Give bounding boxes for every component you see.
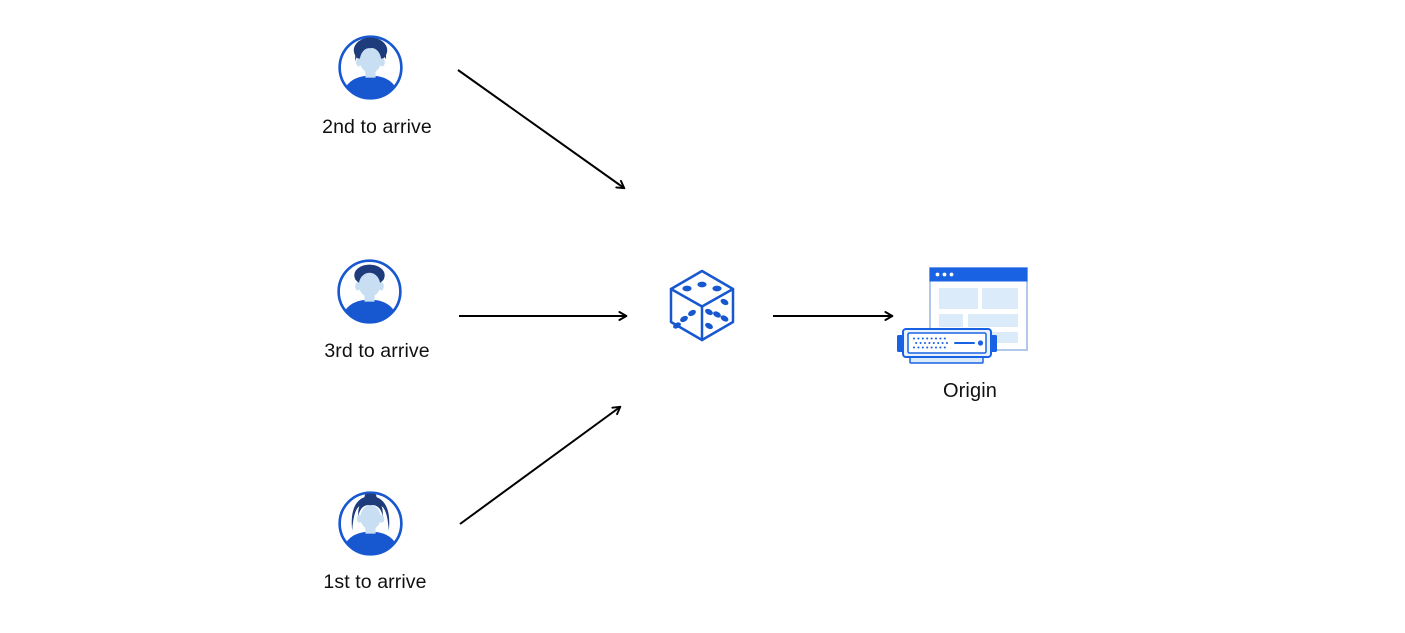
user-avatar-female-icon [338,491,403,556]
user-avatar-male-icon [338,35,403,100]
arrow-client1-to-dice [459,405,622,525]
node-client-1st [337,490,404,557]
origin-server-icon [897,267,1028,364]
node-client-2nd [337,34,404,101]
arrow-client2-to-dice [457,69,626,190]
node-random-selector [668,268,736,344]
node-client-3rd [336,258,403,325]
node-origin [895,260,1032,366]
dice-icon [669,269,735,342]
user-avatar-male-icon [337,259,402,324]
node-label: 1st to arrive [323,571,427,593]
node-label: Origin [943,380,997,402]
node-label: 3rd to arrive [324,340,430,362]
node-label: 2nd to arrive [322,116,432,138]
